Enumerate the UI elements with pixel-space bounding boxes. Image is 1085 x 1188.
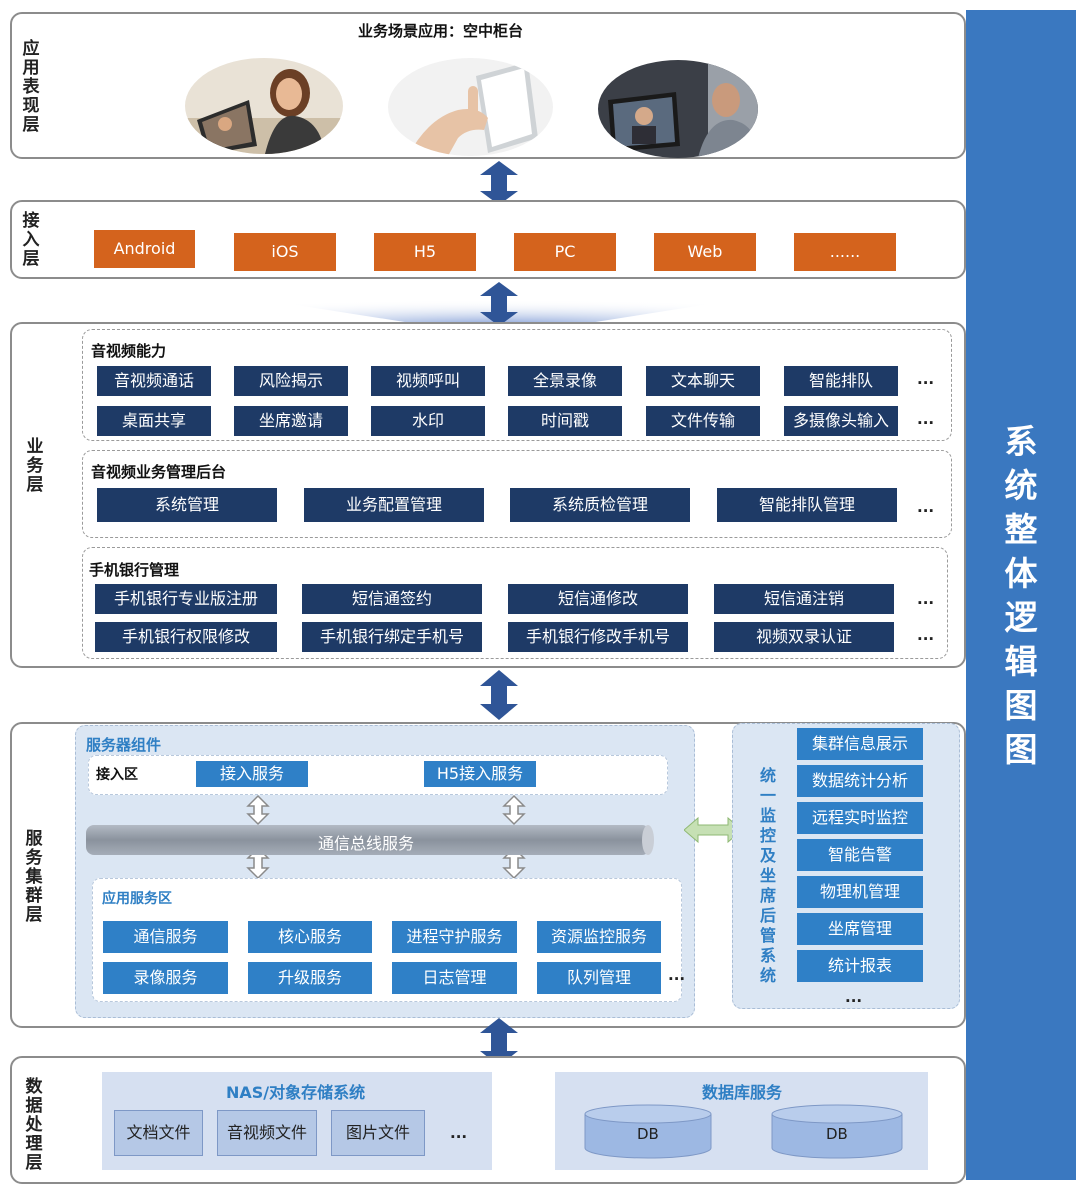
app-service: 核心服务 <box>248 921 372 953</box>
app-zone-more: ... <box>668 966 686 984</box>
mb-item: 短信通签约 <box>302 584 482 614</box>
app-service: 资源监控服务 <box>537 921 661 953</box>
app-service: 进程守护服务 <box>392 921 517 953</box>
cluster-layer-label: 服务 集群 层 <box>25 829 43 925</box>
database-title: 数据库服务 <box>702 1083 783 1102</box>
access-zone <box>88 755 668 795</box>
access-layer-label: 接入 层 <box>22 211 40 269</box>
mobile-banking-group <box>82 547 948 659</box>
arrow-monitor-link <box>684 816 742 844</box>
admin-item: 系统质检管理 <box>510 488 690 522</box>
monitor-more: ... <box>845 988 863 1006</box>
av-item: 桌面共享 <box>97 406 211 436</box>
admin-more: ... <box>917 498 935 516</box>
db-label-1: DB <box>637 1125 659 1143</box>
av-item: 多摄像头输入 <box>784 406 898 436</box>
server-components-title: 服务器组件 <box>86 736 162 754</box>
app-service: 队列管理 <box>537 962 661 994</box>
mb-more-1: ... <box>917 590 935 608</box>
av-more-1: ... <box>917 370 935 388</box>
mb-more-2: ... <box>917 626 935 644</box>
app-zone-title: 应用服务区 <box>102 891 172 907</box>
db-cylinder-1 <box>584 1104 712 1159</box>
app-service: 日志管理 <box>392 962 517 994</box>
storage-more: ... <box>450 1124 468 1142</box>
monitor-item: 坐席管理 <box>797 913 923 945</box>
client-ios: iOS <box>234 233 336 271</box>
mb-item: 视频双录认证 <box>714 622 894 652</box>
av-admin-group <box>82 450 952 538</box>
business-layer-label: 业务 层 <box>26 437 44 495</box>
monitor-item: 集群信息展示 <box>797 728 923 760</box>
av-item: 视频呼叫 <box>371 366 485 396</box>
av-capability-group <box>82 329 952 441</box>
av-item: 时间戳 <box>508 406 622 436</box>
photo-tablet-hand <box>388 58 553 156</box>
app-layer-label: 应用 表现 层 <box>22 39 40 135</box>
admin-item: 智能排队管理 <box>717 488 897 522</box>
client-more: ...... <box>794 233 896 271</box>
arrow-access-business <box>480 282 518 326</box>
av-item: 音视频通话 <box>97 366 211 396</box>
scenario-title: 业务场景应用：空中柜台 <box>358 22 524 40</box>
admin-item: 业务配置管理 <box>304 488 484 522</box>
admin-item: 系统管理 <box>97 488 277 522</box>
av-item: 文本聊天 <box>646 366 760 396</box>
mb-item: 短信通修改 <box>508 584 688 614</box>
av-item: 风险揭示 <box>234 366 348 396</box>
data-layer-label: 数据 处理 层 <box>25 1077 43 1173</box>
communication-bus <box>86 825 654 855</box>
client-android: Android <box>94 230 195 268</box>
storage-item: 文档文件 <box>114 1110 203 1156</box>
storage-title: NAS/对象存储系统 <box>226 1083 366 1102</box>
monitor-item: 数据统计分析 <box>797 765 923 797</box>
db-cylinder-2 <box>771 1104 903 1159</box>
av-item: 坐席邀请 <box>234 406 348 436</box>
av-item: 水印 <box>371 406 485 436</box>
av-item: 全景录像 <box>508 366 622 396</box>
storage-item: 音视频文件 <box>217 1110 317 1156</box>
mobile-banking-title: 手机银行管理 <box>89 561 180 579</box>
arrow-business-cluster <box>480 670 518 720</box>
av-admin-title: 音视频业务管理后台 <box>91 463 227 481</box>
monitor-item: 统计报表 <box>797 950 923 982</box>
mb-item: 手机银行专业版注册 <box>95 584 277 614</box>
monitor-item: 物理机管理 <box>797 876 923 908</box>
bus-connectors <box>246 794 526 880</box>
h5-access-service: H5接入服务 <box>424 761 536 787</box>
mb-item: 短信通注销 <box>714 584 894 614</box>
db-label-2: DB <box>826 1125 848 1143</box>
client-web: Web <box>654 233 756 271</box>
av-item: 文件传输 <box>646 406 760 436</box>
monitor-item: 远程实时监控 <box>797 802 923 834</box>
diagram-title: 系统整体逻辑图图 <box>1004 422 1038 769</box>
app-service: 升级服务 <box>248 962 372 994</box>
av-capability-title: 音视频能力 <box>91 342 167 360</box>
app-service: 通信服务 <box>103 921 228 953</box>
access-service: 接入服务 <box>196 761 308 787</box>
arrow-cluster-data <box>480 1018 518 1066</box>
av-more-2: ... <box>917 410 935 428</box>
client-h5: H5 <box>374 233 476 271</box>
client-pc: PC <box>514 233 616 271</box>
monitor-item: 智能告警 <box>797 839 923 871</box>
arrow-app-access <box>480 161 518 205</box>
bus-label: 通信总线服务 <box>318 834 415 853</box>
mb-item: 手机银行绑定手机号 <box>302 622 482 652</box>
access-zone-title: 接入区 <box>96 767 138 783</box>
photo-video-call <box>598 60 758 158</box>
mb-item: 手机银行修改手机号 <box>508 622 688 652</box>
photo-laptop-woman <box>185 58 343 154</box>
storage-item: 图片文件 <box>331 1110 425 1156</box>
app-service: 录像服务 <box>103 962 228 994</box>
av-item: 智能排队 <box>784 366 898 396</box>
monitor-title: 统一监控及坐席后管系统 <box>760 766 777 985</box>
title-sidebar <box>966 10 1076 1180</box>
mb-item: 手机银行权限修改 <box>95 622 277 652</box>
